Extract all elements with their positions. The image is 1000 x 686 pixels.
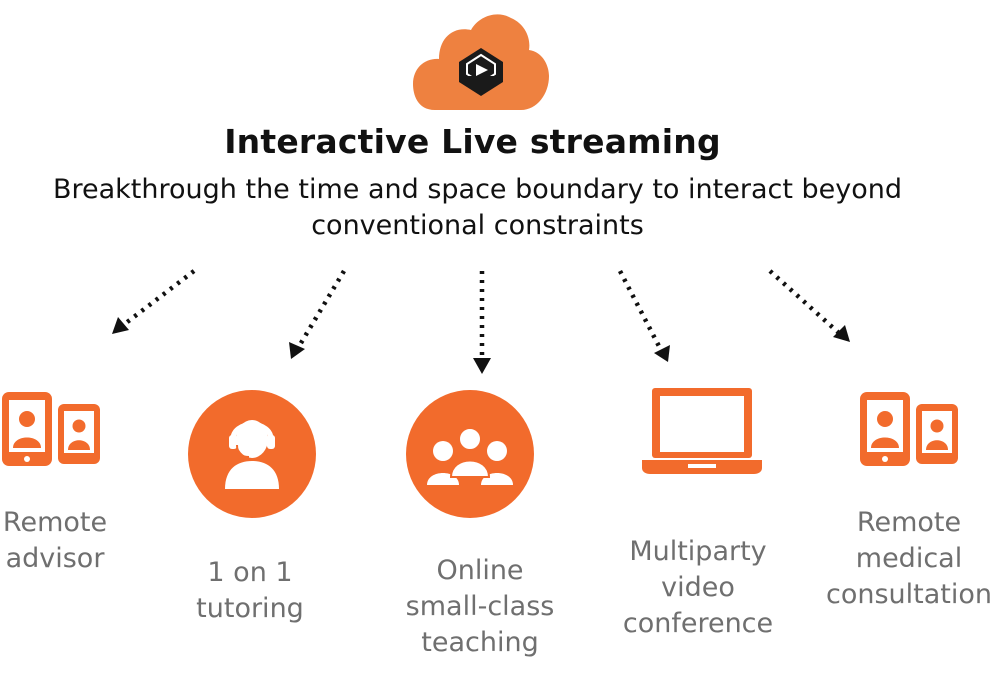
- laptop-icon: [642, 388, 762, 474]
- mobile-chat-icon: [860, 392, 958, 466]
- arrow-5: [768, 269, 842, 336]
- arrowhead-5: [833, 325, 850, 342]
- arrowhead-4: [654, 345, 670, 362]
- mobile-chat-icon: [2, 392, 100, 466]
- label-remote-medical: Remote medical consultation: [818, 505, 1000, 613]
- label-multiparty-video: Multiparty video conference: [608, 534, 788, 642]
- label-1on1-tutoring: 1 on 1 tutoring: [185, 555, 315, 627]
- subtitle-line-2: conventional constraints: [311, 210, 644, 241]
- cloud-play-logo-icon: [413, 14, 549, 110]
- arrowhead-3: [473, 358, 491, 374]
- arrow-4: [618, 269, 664, 354]
- arrowhead-2: [289, 342, 305, 359]
- label-line: 1 on 1: [207, 557, 293, 588]
- label-line: tutoring: [196, 593, 304, 624]
- label-online-small-class: Online small-class teaching: [395, 553, 565, 661]
- label-line: teaching: [421, 627, 539, 658]
- label-line: Online: [436, 555, 524, 586]
- label-line: medical: [855, 543, 963, 574]
- label-line: consultation: [825, 579, 992, 610]
- label-line: Remote: [856, 507, 962, 538]
- label-line: Remote: [2, 507, 108, 538]
- page-subtitle: Breakthrough the time and space boundary…: [0, 172, 955, 244]
- arrow-2: [296, 269, 346, 350]
- label-line: conference: [622, 608, 774, 639]
- arrow-1: [120, 269, 196, 328]
- label-line: small-class: [405, 591, 555, 622]
- arrowhead-1: [112, 317, 129, 334]
- subtitle-line-1: Breakthrough the time and space boundary…: [52, 174, 903, 205]
- label-line: Multiparty: [629, 536, 767, 567]
- headset-agent-icon: [188, 390, 316, 518]
- label-remote-advisor: Remote advisor: [0, 505, 110, 577]
- label-line: advisor: [5, 543, 105, 574]
- label-line: video: [661, 572, 735, 603]
- group-icon: [406, 390, 534, 518]
- page-title: Interactive Live streaming: [224, 122, 721, 161]
- connector-arrows: [112, 269, 850, 374]
